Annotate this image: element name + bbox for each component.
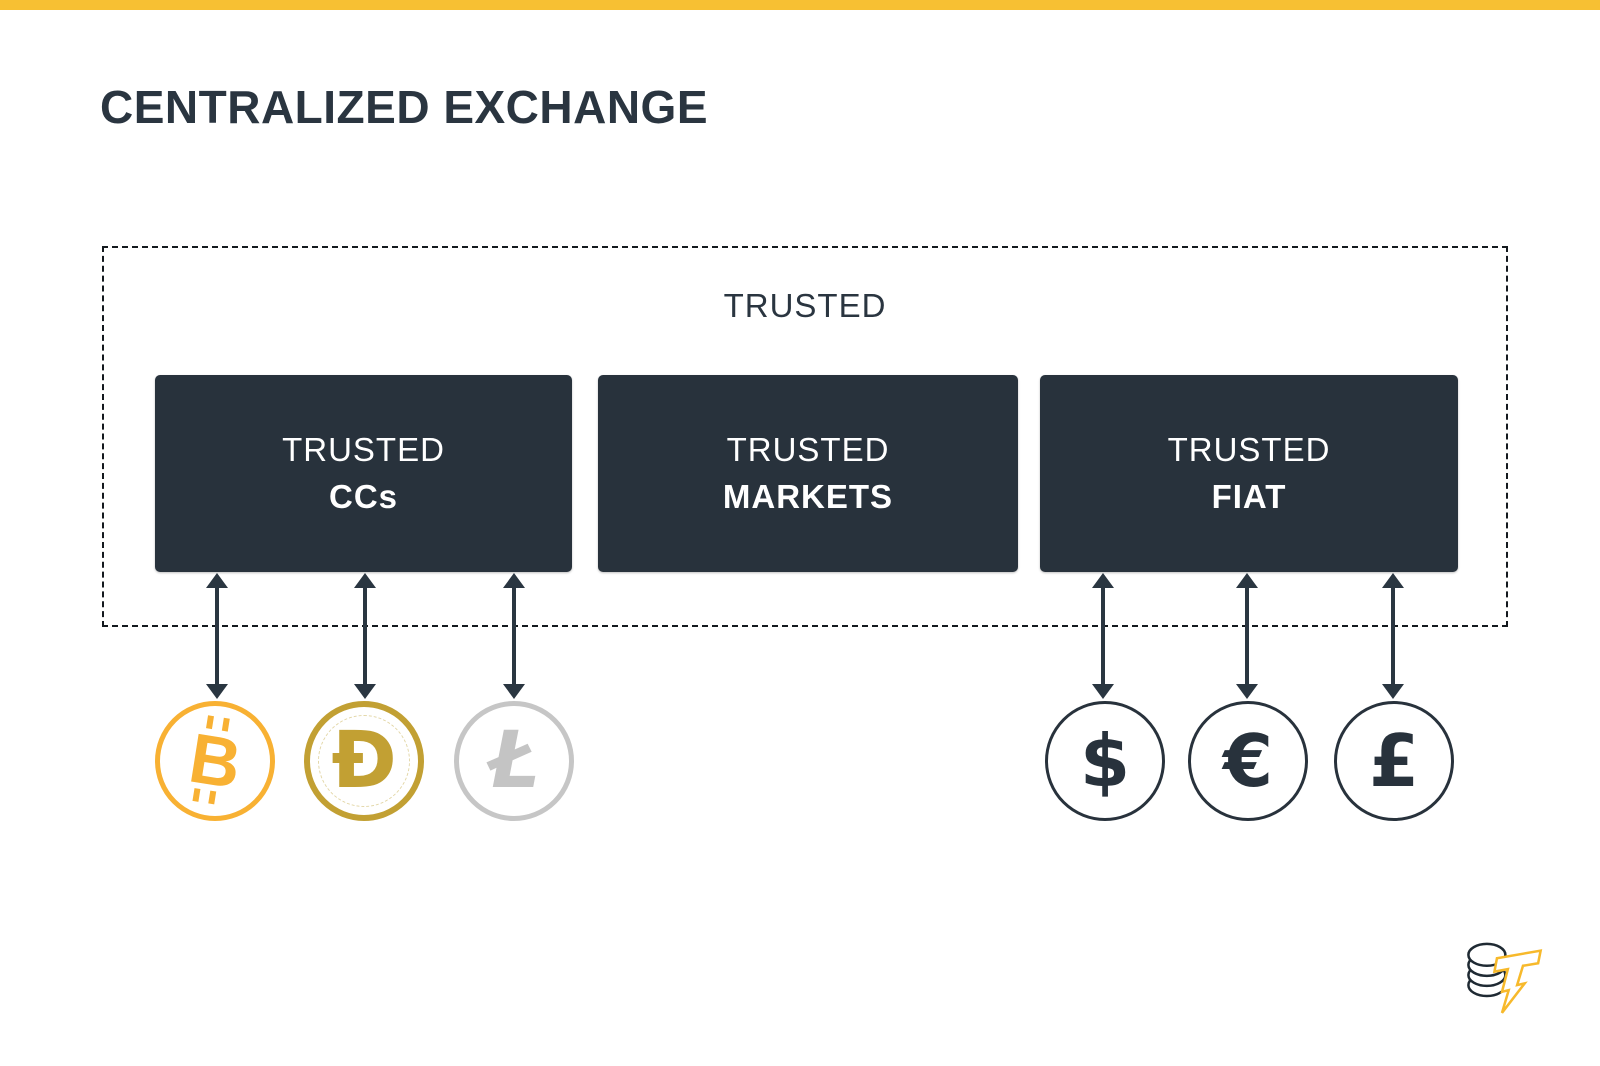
trusted-markets-line1: TRUSTED (726, 430, 890, 468)
double-arrow-ccs-dogecoin (353, 573, 377, 699)
litecoin-coin-icon: Ł (454, 701, 574, 821)
arrow-shaft (1245, 582, 1249, 690)
arrowhead-down-icon (1092, 684, 1114, 699)
arrow-shaft (512, 582, 516, 690)
double-arrow-fiat-euro (1235, 573, 1259, 699)
arrowhead-up-icon (1382, 573, 1404, 588)
pound-coin-icon: £ (1334, 701, 1454, 821)
trusted-zone-label: TRUSTED (723, 287, 887, 324)
coin-stack-lightning-logo-icon (1467, 942, 1543, 1014)
dollar-symbol: $ (1079, 719, 1131, 803)
euro-coin-icon: € (1188, 701, 1308, 821)
dogecoin-coin-icon: Ð (304, 701, 424, 821)
arrowhead-up-icon (206, 573, 228, 588)
trusted-boundary-dashed-box (102, 246, 1508, 627)
bitcoin-coin-icon: B (155, 701, 275, 821)
double-arrow-ccs-bitcoin (205, 573, 229, 699)
page-title: CENTRALIZED EXCHANGE (100, 81, 709, 133)
arrow-shaft (1391, 582, 1395, 690)
trusted-ccs-box: TRUSTED CCs (155, 375, 572, 572)
trusted-fiat-line2: FIAT (1211, 477, 1287, 515)
arrow-shaft (1101, 582, 1105, 690)
litecoin-symbol: Ł (488, 716, 540, 806)
trusted-fiat-line1: TRUSTED (1167, 430, 1331, 468)
bitcoin-prong (192, 788, 201, 802)
arrowhead-down-icon (206, 684, 228, 699)
arrowhead-down-icon (1382, 684, 1404, 699)
trusted-fiat-box: TRUSTED FIAT (1040, 375, 1458, 572)
trusted-ccs-line1: TRUSTED (282, 430, 445, 468)
trusted-markets-box: TRUSTED MARKETS (598, 375, 1018, 572)
bitcoin-symbol: B (184, 715, 246, 805)
arrowhead-up-icon (354, 573, 376, 588)
accent-top-bar (0, 0, 1600, 10)
arrowhead-up-icon (1236, 573, 1258, 588)
arrow-shaft (215, 582, 219, 690)
dogecoin-symbol: Ð (331, 716, 397, 806)
arrow-shaft (363, 582, 367, 690)
pound-symbol: £ (1368, 719, 1420, 803)
double-arrow-ccs-litecoin (502, 573, 526, 699)
arrowhead-down-icon (503, 684, 525, 699)
double-arrow-fiat-pound (1381, 573, 1405, 699)
trusted-ccs-line2: CCs (328, 477, 399, 515)
trusted-markets-line2: MARKETS (722, 477, 894, 515)
double-arrow-fiat-dollar (1091, 573, 1115, 699)
euro-symbol: € (1222, 719, 1274, 803)
dollar-coin-icon: $ (1045, 701, 1165, 821)
bitcoin-prong (207, 790, 216, 805)
arrowhead-up-icon (1092, 573, 1114, 588)
arrowhead-down-icon (354, 684, 376, 699)
arrowhead-up-icon (503, 573, 525, 588)
arrowhead-down-icon (1236, 684, 1258, 699)
